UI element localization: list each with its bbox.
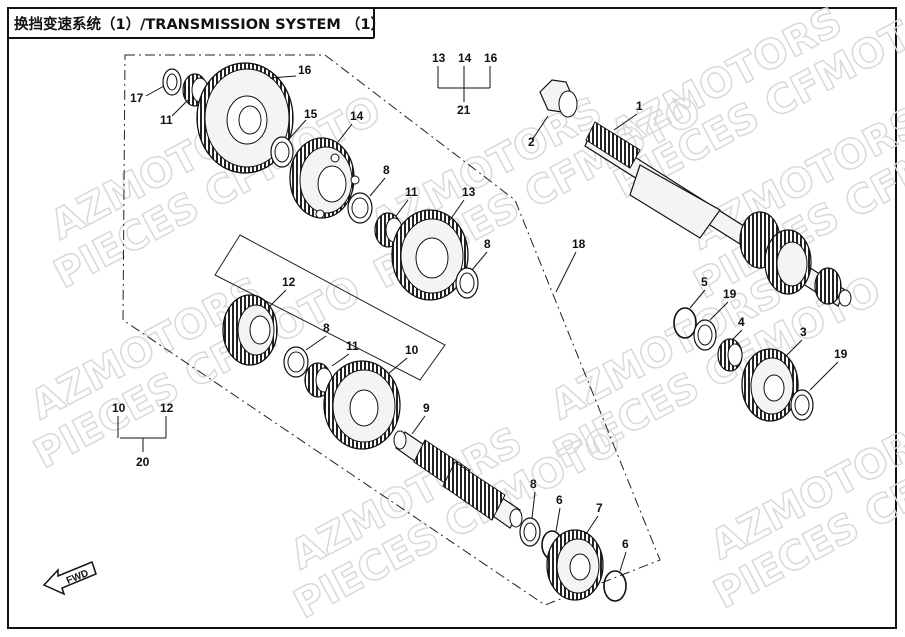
leader-line (331, 353, 350, 367)
leader-line (809, 361, 839, 391)
washer-8-a (347, 192, 373, 224)
nut-2 (539, 79, 578, 118)
washer-17 (162, 68, 182, 96)
leader-line (269, 75, 297, 79)
callout-label: 5 (701, 275, 708, 289)
washer-19-b (790, 389, 814, 421)
callout-label: 7 (596, 501, 603, 515)
callout-label: 18 (572, 237, 586, 251)
leader-line (387, 357, 408, 375)
callout-label: 11 (346, 339, 359, 353)
washer-19-a (693, 319, 717, 351)
callout-label: 8 (323, 321, 330, 335)
callout-label: 8 (530, 477, 537, 491)
circlip-5 (673, 307, 697, 339)
leader-line (369, 177, 386, 197)
leader-line (689, 289, 706, 309)
group-label: 21 (457, 103, 471, 117)
gear-16 (196, 62, 294, 174)
leader-line (171, 99, 189, 117)
group-member-label: 14 (458, 51, 472, 65)
leader-line (269, 289, 287, 307)
leader-line (305, 335, 327, 351)
leader-line (555, 507, 561, 532)
gear-3 (741, 348, 799, 422)
leader-line (471, 251, 488, 271)
callout-label: 15 (304, 107, 318, 121)
assembly-outline-18 (122, 54, 661, 606)
subassembly-box-20 (214, 234, 446, 381)
callout-label: 6 (622, 537, 629, 551)
callout-label: 6 (556, 493, 563, 507)
leader-line (287, 119, 307, 141)
leader-line (395, 199, 409, 217)
leader-line (449, 199, 465, 221)
callout-label: 12 (282, 275, 296, 289)
outer-border (7, 7, 897, 629)
leader-line (337, 123, 353, 143)
countershaft-9 (393, 430, 523, 529)
gear-14 (289, 137, 360, 219)
callout-label: 3 (800, 325, 807, 339)
leader-line (785, 339, 803, 357)
callout-label: 19 (834, 347, 848, 361)
leader-line (531, 491, 536, 519)
group-member-label: 16 (484, 51, 498, 65)
callout-label: 16 (298, 63, 312, 77)
leader-line (709, 301, 729, 321)
page-title: 换挡变速系统（1）/TRANSMISSION SYSTEM （1） (14, 17, 385, 33)
circlip-6-b (603, 570, 627, 602)
washer-8-c (283, 346, 309, 378)
leader-lines (117, 66, 839, 572)
callout-label: 13 (462, 185, 476, 199)
callout-label: 8 (484, 237, 491, 251)
callout-label: 14 (350, 109, 364, 123)
leader-line (585, 515, 599, 535)
callout-label: 11 (405, 185, 418, 199)
group-member-label: 13 (432, 51, 446, 65)
group-member-label: 12 (160, 401, 174, 415)
callout-label: 9 (423, 401, 430, 415)
callout-label: 8 (383, 163, 390, 177)
fwd-arrow: FWD (42, 561, 97, 596)
callout-label: 19 (723, 287, 737, 301)
leader-line (613, 113, 638, 131)
callout-label: 1 (636, 99, 643, 113)
mainshaft-1 (584, 121, 852, 307)
group-label: 20 (136, 455, 150, 469)
gear-10 (323, 360, 401, 450)
callout-label: 11 (160, 113, 173, 127)
washer-15 (270, 136, 294, 168)
leader-line (731, 329, 743, 341)
group-member-label: 10 (112, 401, 126, 415)
callout-label: 4 (738, 315, 745, 329)
washer-8-b (455, 267, 479, 299)
leader-line (619, 551, 627, 572)
callout-label: 2 (528, 135, 535, 149)
gear-7 (546, 529, 604, 601)
callout-label: 17 (130, 91, 144, 105)
leader-line (145, 85, 165, 97)
gear-12 (222, 294, 278, 366)
callout-label: 10 (405, 343, 419, 357)
gear-13 (391, 209, 469, 301)
leader-line (555, 251, 577, 293)
leader-line (531, 115, 549, 141)
washer-8-d (519, 517, 541, 547)
needle-bearing-4 (717, 338, 743, 372)
leader-line (411, 415, 426, 435)
